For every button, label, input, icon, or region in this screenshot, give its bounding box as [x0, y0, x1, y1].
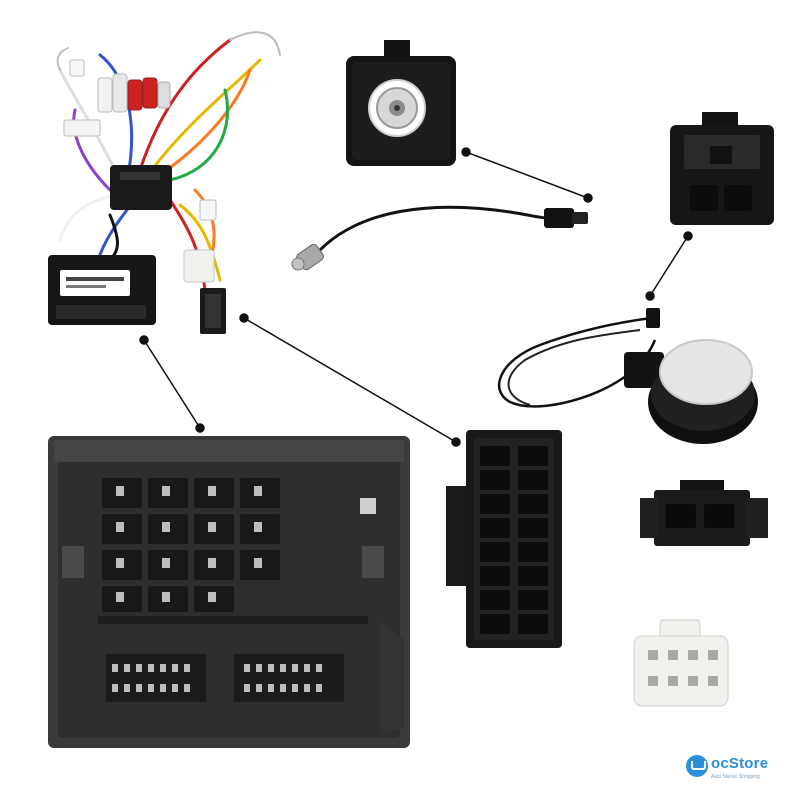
- two-pin-connector-black: [670, 112, 774, 225]
- store-watermark: ocStore Auto Stereo Shopping: [686, 753, 796, 785]
- sixteen-pin-connector: [446, 430, 562, 648]
- antenna-adapter-cable: [291, 205, 588, 271]
- two-pin-connector-small: [640, 480, 768, 546]
- rca-jack-connector: [346, 40, 456, 166]
- quadlock-connector-housing: [48, 436, 410, 748]
- callout-lines: [139, 147, 693, 447]
- watermark-brand: ocStore: [711, 755, 769, 772]
- white-eight-pin-connector: [633, 619, 729, 707]
- cart-icon: [686, 755, 708, 777]
- wiring-harness: [48, 31, 281, 334]
- microphone-puck: [497, 308, 758, 444]
- watermark-tagline: Auto Stereo Shopping: [711, 774, 760, 780]
